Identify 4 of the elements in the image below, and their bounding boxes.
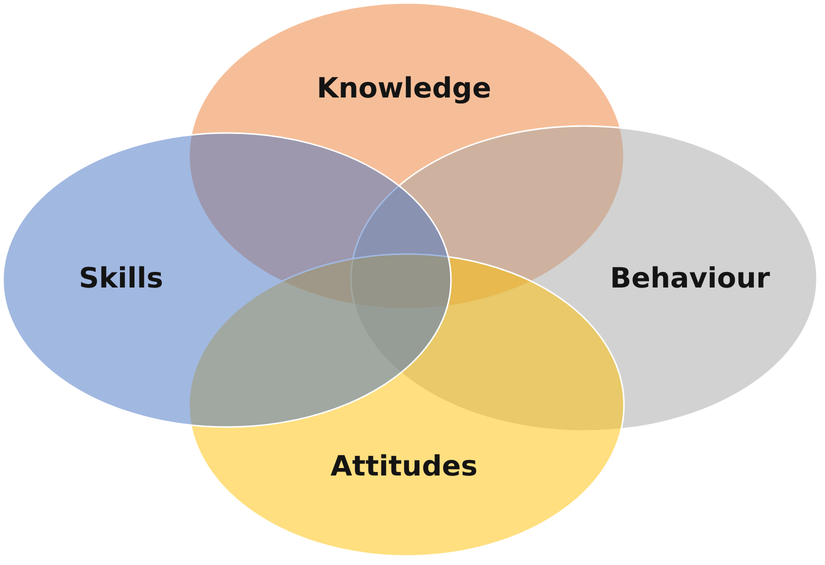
category-label: Attitudes xyxy=(330,452,478,482)
category-label: Behaviour xyxy=(610,264,770,294)
category-label: Knowledge xyxy=(316,74,492,104)
category-label: Skills xyxy=(78,264,164,294)
